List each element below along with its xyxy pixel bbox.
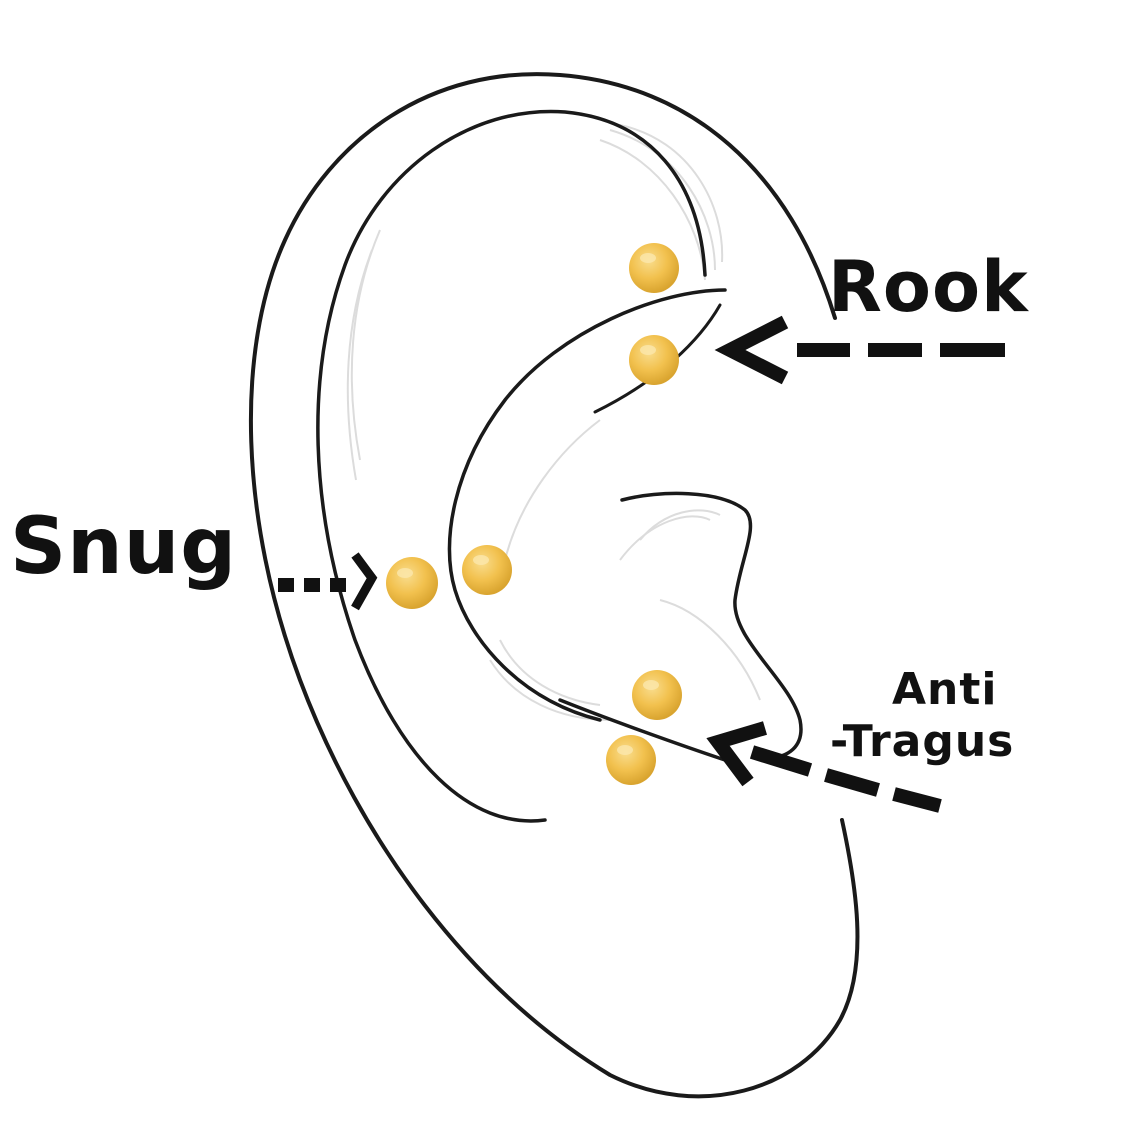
rook-stud-lower: [629, 335, 679, 385]
helix-outer-line: [248, 72, 860, 1099]
snug-stud-outer: [386, 557, 438, 609]
snug-arrow-head: [351, 552, 378, 611]
concha-line: [620, 491, 803, 760]
helix-inner-line: [316, 109, 707, 823]
anti-tragus-stud-lower: [606, 735, 656, 785]
rook-stud-upper: [629, 243, 679, 293]
antitragus-line: [558, 698, 727, 762]
anti-tragus-label-line2: -Tragus: [830, 716, 1015, 767]
rook-arrow-head: [714, 315, 789, 385]
anti-tragus-label-line1: Anti: [892, 664, 998, 715]
snug-arrow: [278, 552, 378, 611]
rook-arrow: [714, 315, 1005, 385]
rook-label: Rook: [828, 246, 1029, 328]
ear-outline: [248, 72, 860, 1099]
snug-label: Snug: [10, 502, 238, 592]
snug-stud-inner: [462, 545, 512, 595]
ear-shading: [346, 124, 761, 721]
piercing-studs: [386, 243, 682, 785]
anti-tragus-arrow-head: [706, 721, 767, 787]
antihelix-line: [447, 288, 727, 722]
anti-tragus-stud-upper: [632, 670, 682, 720]
anti-tragus-arrow: [706, 721, 942, 813]
